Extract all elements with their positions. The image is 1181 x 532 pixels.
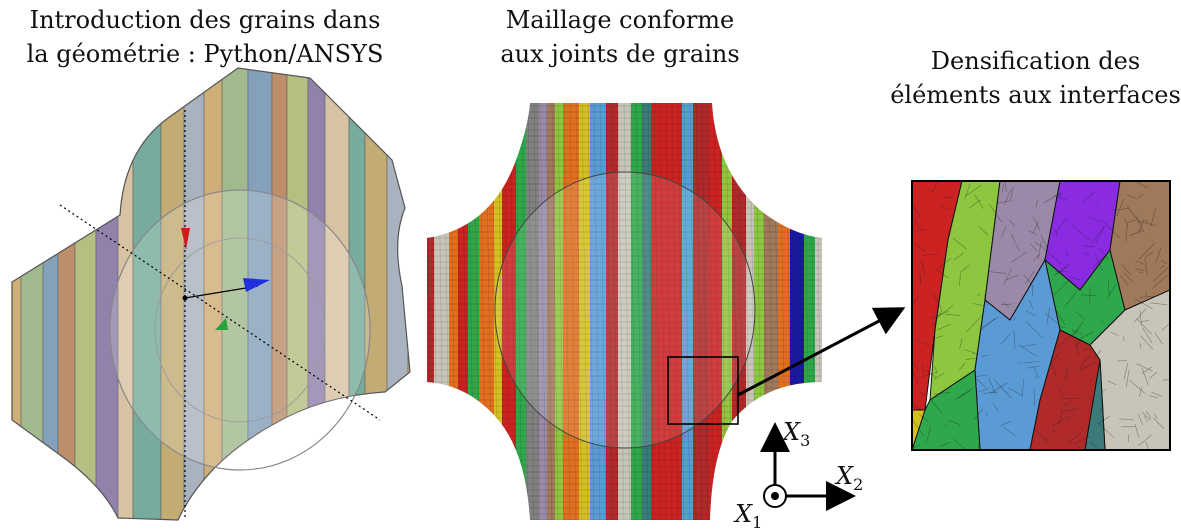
mesh-grain-strip xyxy=(804,100,815,525)
grain-strip xyxy=(365,60,387,530)
axis-x2-label: X2 xyxy=(836,462,863,494)
grain-strip xyxy=(387,60,408,530)
mesh-grain-strip xyxy=(778,100,790,525)
mesh-view xyxy=(420,100,840,525)
geometry-3d-view xyxy=(0,60,424,530)
mesh-grain-strip xyxy=(468,100,479,525)
grain-strip xyxy=(0,60,21,530)
grain-strip xyxy=(21,60,43,530)
mesh-grain-strip xyxy=(420,100,434,525)
axis-x3-label: X3 xyxy=(783,418,810,450)
mesh-grain-strip xyxy=(434,100,449,525)
mesh-grain-strip xyxy=(479,100,494,525)
grain-strip xyxy=(408,60,424,530)
mesh-grain-strip xyxy=(790,100,804,525)
mesh-grain-strip xyxy=(458,100,468,525)
zoomed-mesh-view xyxy=(906,169,1177,455)
grain-strip xyxy=(43,60,58,530)
axis-x1-label: X1 xyxy=(735,500,762,532)
grain-strip xyxy=(75,60,96,530)
mesh-grain-strip xyxy=(449,100,458,525)
spherical-pore xyxy=(110,190,370,470)
mesh-grain-strip xyxy=(815,100,825,525)
